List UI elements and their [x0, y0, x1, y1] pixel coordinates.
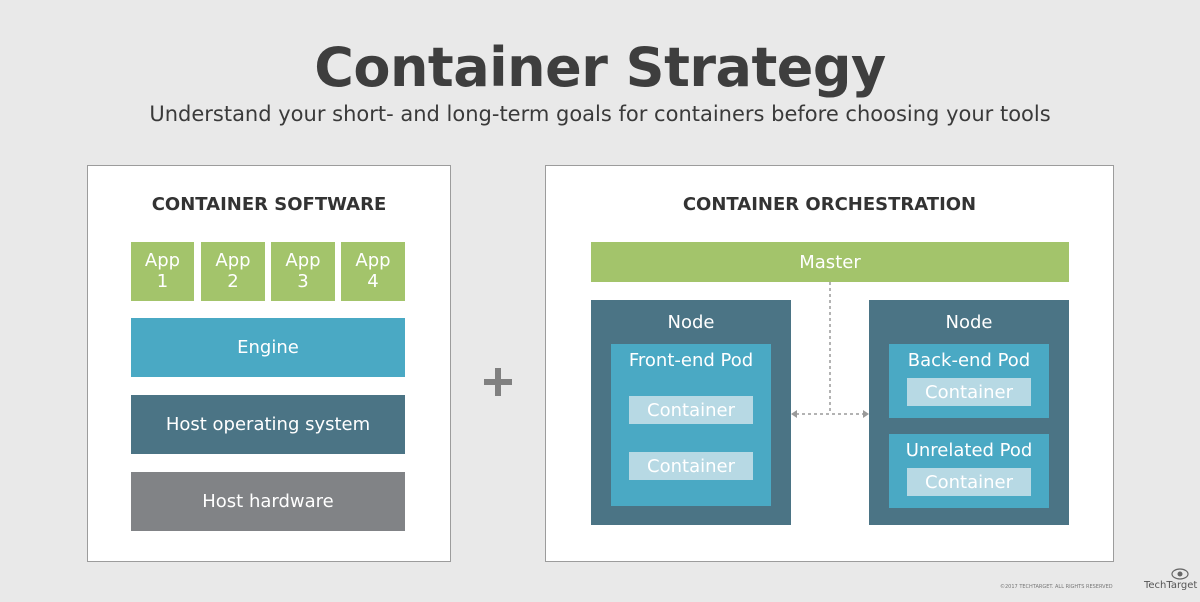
node-right-label: Node [945, 312, 993, 333]
app-4-block: App 4 [341, 242, 405, 301]
unrelated-container: Container [907, 468, 1031, 496]
page-title: Container Strategy [314, 36, 886, 99]
back-end-container: Container [907, 378, 1031, 406]
host-hardware-layer: Host hardware [131, 472, 405, 531]
arrow-right-icon [863, 410, 869, 418]
front-end-pod: Front-end Pod Container Container [611, 344, 771, 506]
app-4-number: 4 [367, 270, 379, 292]
techtarget-logo-icon [1171, 568, 1189, 580]
host-os-layer: Host operating system [131, 395, 405, 454]
container-orchestration-panel: CONTAINER ORCHESTRATION Master Node Fron… [545, 165, 1114, 562]
master-label: Master [799, 251, 861, 273]
back-end-pod-label: Back-end Pod [907, 350, 1031, 371]
front-end-container-2: Container [629, 452, 753, 480]
node-left: Node Front-end Pod Container Container [591, 300, 791, 525]
unrelated-pod: Unrelated Pod Container [889, 434, 1049, 508]
app-1-number: 1 [156, 270, 169, 292]
engine-layer: Engine [131, 318, 405, 377]
arrow-left-icon [791, 410, 797, 418]
container-software-panel: CONTAINER SOFTWARE App 1 App 2 App 3 App… [87, 165, 451, 562]
front-end-pod-label: Front-end Pod [628, 350, 754, 371]
front-end-container-1-label: Container [647, 399, 735, 421]
copyright-text: ©2017 TECHTARGET. ALL RIGHTS RESERVED [1000, 584, 1113, 590]
app-3-label: App [285, 249, 321, 271]
host-hardware-label: Host hardware [202, 491, 334, 512]
page-subtitle: Understand your short- and long-term goa… [149, 102, 1051, 126]
app-1-block: App 1 [131, 242, 194, 301]
node-left-label: Node [667, 312, 715, 333]
orchestration-connectors [791, 282, 869, 418]
unrelated-pod-label: Unrelated Pod [905, 440, 1033, 461]
front-end-container-2-label: Container [647, 455, 735, 477]
app-2-block: App 2 [201, 242, 265, 301]
plus-icon [482, 366, 514, 398]
back-end-container-label: Container [925, 381, 1013, 403]
container-software-title: CONTAINER SOFTWARE [151, 194, 387, 215]
node-right: Node Back-end Pod Container Unrelated Po… [869, 300, 1069, 525]
app-2-number: 2 [227, 270, 239, 292]
host-os-label: Host operating system [165, 414, 371, 435]
app-2-label: App [215, 249, 251, 271]
unrelated-container-label: Container [925, 471, 1013, 493]
master-block: Master [591, 242, 1069, 282]
app-3-number: 3 [297, 270, 309, 292]
app-3-block: App 3 [271, 242, 335, 301]
engine-label: Engine [237, 337, 299, 358]
container-orchestration-title: CONTAINER ORCHESTRATION [682, 194, 977, 215]
front-end-container-1: Container [629, 396, 753, 424]
back-end-pod: Back-end Pod Container [889, 344, 1049, 418]
app-4-label: App [355, 249, 391, 271]
app-1-label: App [144, 249, 181, 271]
brand-text: TechTarget [1144, 580, 1198, 591]
